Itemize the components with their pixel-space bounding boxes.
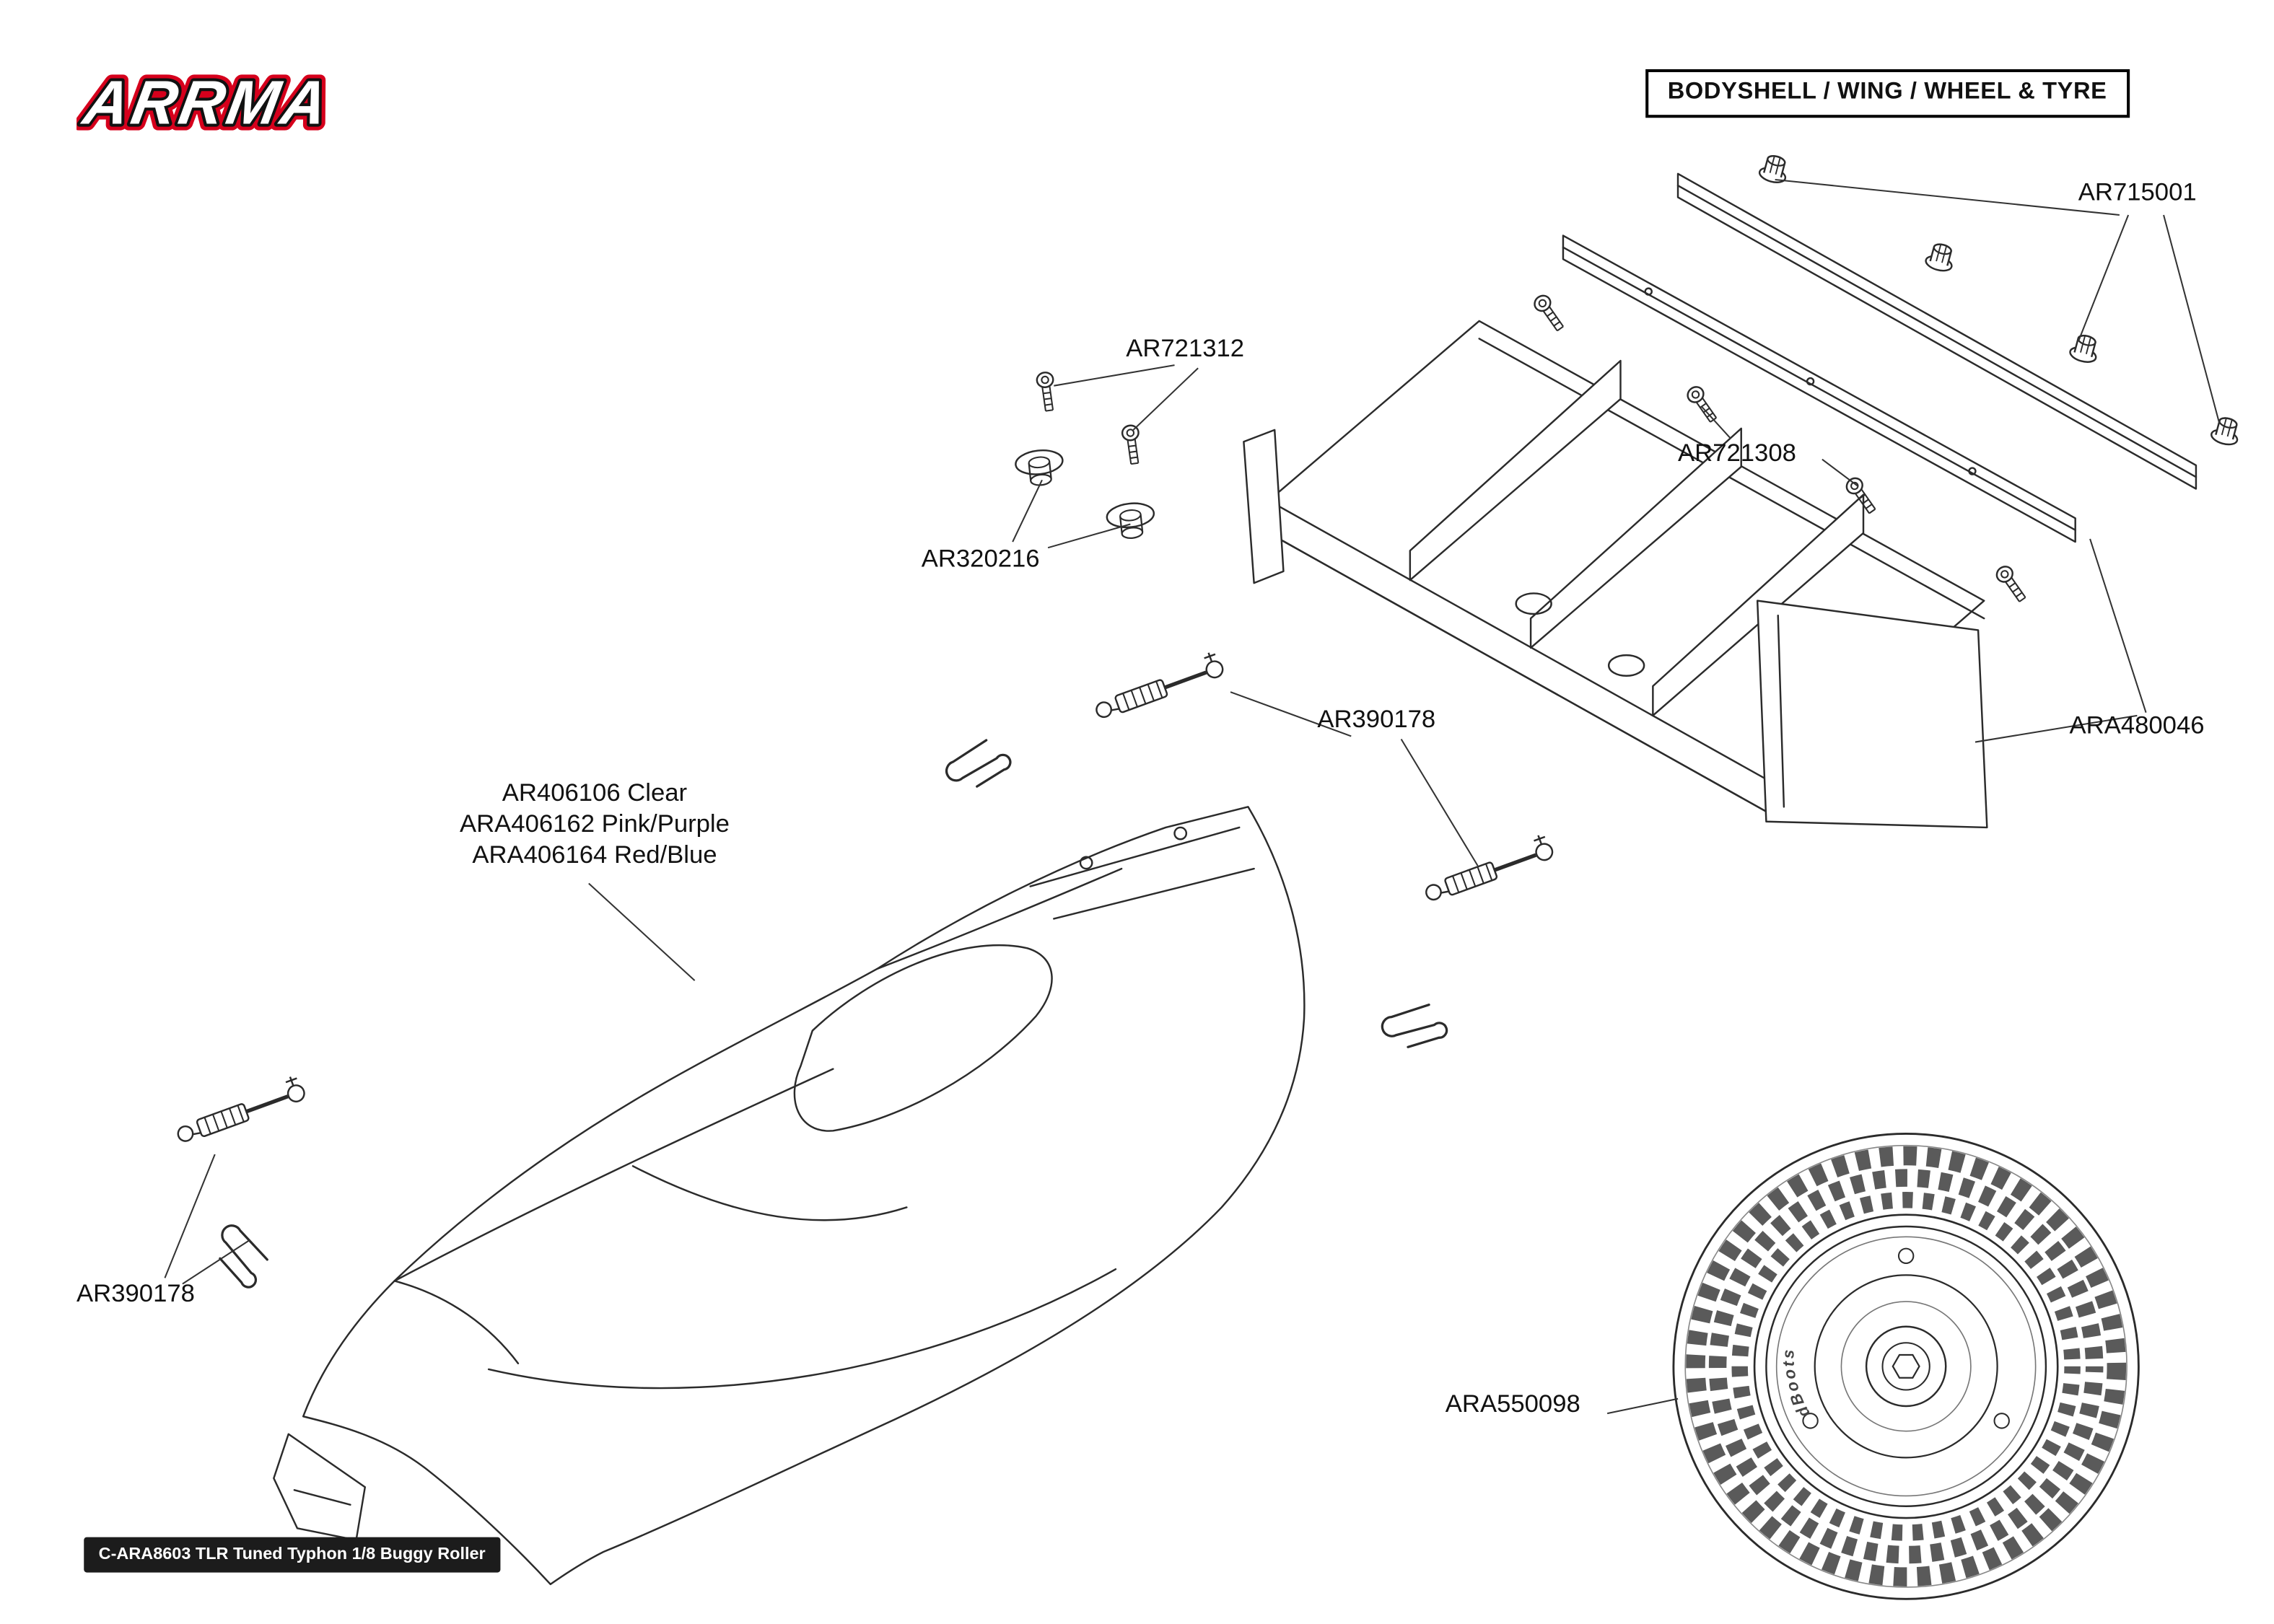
part-label-ar320216: AR320216: [921, 545, 1040, 573]
part-label-ara550098: ARA550098: [1445, 1390, 1580, 1418]
part-label-ar390178-mid: AR390178: [1317, 705, 1436, 734]
bodyshell-color-line1: AR406106 Clear: [502, 778, 688, 807]
arrma-logo: ARRMA ARRMA: [76, 50, 445, 150]
part-label-ar721312: AR721312: [1126, 334, 1245, 363]
wing-strip-drawings: [1562, 172, 2198, 543]
wing-drawing: [1243, 320, 1988, 829]
page-title: BODYSHELL / WING / WHEEL & TYRE: [1645, 69, 2130, 118]
wheel-drawing: dBoots: [1672, 1132, 2140, 1600]
part-label-ar390178-left: AR390178: [76, 1279, 195, 1308]
part-label-ar715001: AR715001: [2078, 177, 2197, 206]
bodyshell-color-line3: ARA406164 Red/Blue: [472, 840, 717, 869]
part-label-bodyshell-colors: AR406106 Clear ARA406162 Pink/Purple ARA…: [424, 778, 765, 871]
bodyshell-color-line2: ARA406162 Pink/Purple: [459, 809, 730, 838]
logo-text-outline: ARRMA: [77, 69, 336, 137]
leader-lines: [164, 178, 2221, 1415]
bodyshell-drawing: [273, 806, 1306, 1586]
kit-id-badge: C-ARA8603 TLR Tuned Typhon 1/8 Buggy Rol…: [84, 1537, 501, 1573]
body-mount-hardware-drawings: [1013, 370, 1158, 542]
part-label-ara480046: ARA480046: [2069, 711, 2205, 739]
logo-text: ARRMA: [77, 69, 336, 137]
part-label-ar721308: AR721308: [1678, 439, 1796, 467]
